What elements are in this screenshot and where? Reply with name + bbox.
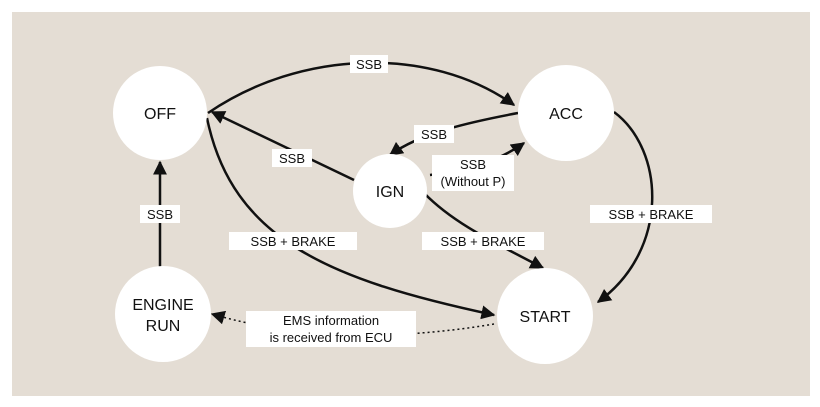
edge-label-ign-to-start: SSB + BRAKE [422,232,544,250]
state-off-label: OFF [144,106,176,123]
state-engine-run: ENGINE RUN [115,266,211,362]
state-acc-label: ACC [549,106,583,123]
svg-text:SSB + BRAKE: SSB + BRAKE [251,234,336,249]
edge-ign-to-start [423,192,545,270]
svg-text:SSB: SSB [356,57,382,72]
state-engine-run-label-line1: ENGINE [132,297,193,314]
svg-text:SSB + BRAKE: SSB + BRAKE [441,234,526,249]
edge-label-acc-to-ign: SSB [414,125,454,143]
edge-label-start-to-engine-run: EMS information is received from ECU [246,311,416,347]
svg-text:(Without P): (Without P) [440,174,505,189]
svg-text:is received from ECU: is received from ECU [270,330,393,345]
svg-text:SSB: SSB [147,207,173,222]
state-acc: ACC [518,65,614,161]
svg-text:SSB: SSB [279,151,305,166]
state-ign-label: IGN [376,184,404,201]
svg-text:SSB: SSB [460,157,486,172]
state-start: START [497,268,593,364]
edge-ign-to-off [210,110,355,182]
state-off: OFF [113,66,207,160]
svg-text:SSB + BRAKE: SSB + BRAKE [609,207,694,222]
state-start-label: START [520,309,571,326]
edge-acc-to-start [596,110,654,304]
state-engine-run-label-line2: RUN [146,318,181,335]
edge-label-acc-to-start: SSB + BRAKE [590,205,712,223]
edge-label-engine-run-to-off: SSB [140,205,180,223]
edge-label-ign-to-off: SSB [272,149,312,167]
edge-label-off-to-start: SSB + BRAKE [229,232,357,250]
edge-start-to-engine-run [210,310,495,336]
svg-text:EMS information: EMS information [283,313,379,328]
svg-text:SSB: SSB [421,127,447,142]
edge-label-off-to-acc: SSB [350,55,388,73]
state-ign: IGN [353,154,427,228]
edge-label-ign-to-acc: SSB (Without P) [432,155,514,191]
